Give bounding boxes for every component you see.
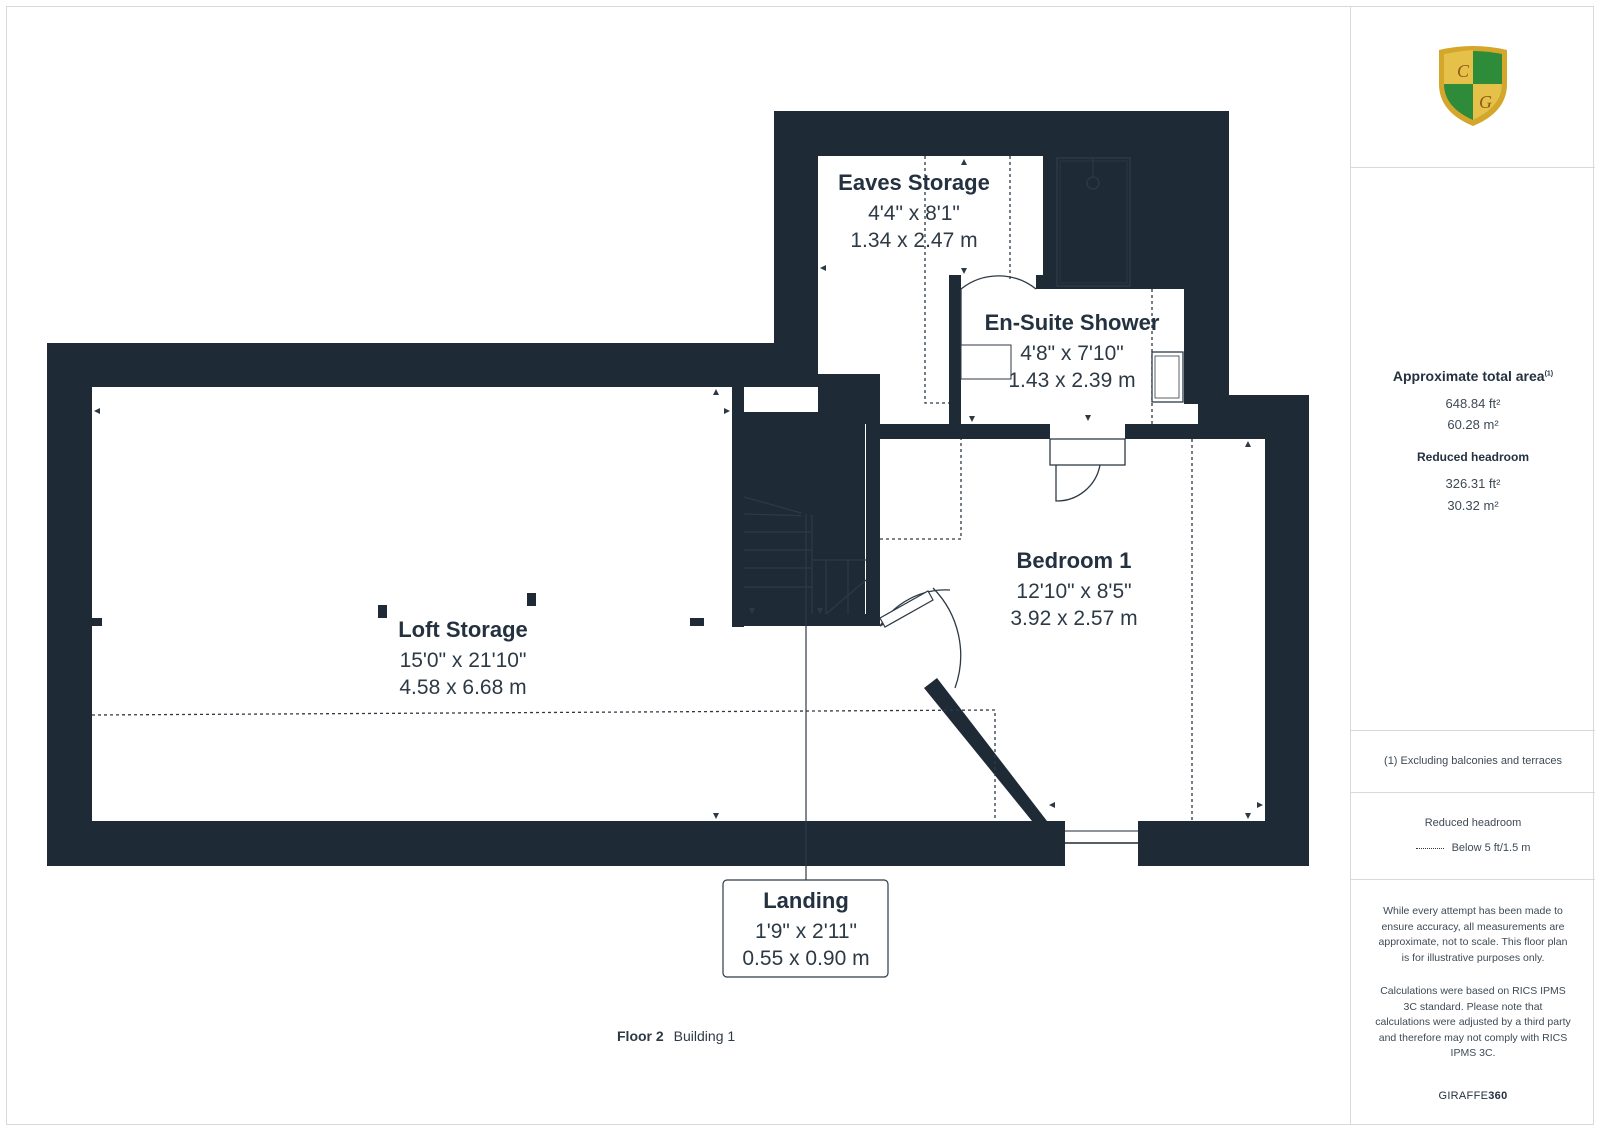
building-name: Building 1 xyxy=(673,1028,736,1044)
page-frame xyxy=(6,6,1594,1125)
bedroom-imperial: 12'10" x 8'5" xyxy=(1016,580,1131,603)
loft-storage-label: Loft Storage 15'0" x 21'10" 4.58 x 6.68 … xyxy=(398,617,528,699)
dotted-line-swatch xyxy=(1415,847,1444,849)
disclaimer-section: While every attempt has been made to ens… xyxy=(1351,880,1595,1125)
brand-logo: GIRAFFE360 xyxy=(1438,1090,1508,1102)
ensuite-top-wall xyxy=(1036,275,1050,289)
eaves-metric: 1.34 x 2.47 m xyxy=(850,229,977,252)
bedroom-ensuite-door xyxy=(1049,438,1126,466)
stair-wall-left xyxy=(732,387,744,627)
landing-door-leaf xyxy=(879,590,934,628)
area-m: 60.28 m² xyxy=(1447,417,1499,432)
area-footnote-mark: (1) xyxy=(1544,370,1554,378)
reduced-ft: 326.31 ft² xyxy=(1445,476,1501,491)
ensuite-imperial: 4'8" x 7'10" xyxy=(1020,342,1124,365)
reduced-headroom-title: Reduced headroom xyxy=(1416,450,1530,464)
bedroom-metric: 3.92 x 2.57 m xyxy=(1010,607,1137,630)
footnote-section: (1) Excluding balconies and terraces xyxy=(1351,731,1595,793)
shower-surround xyxy=(1043,156,1053,286)
stair-wall-right xyxy=(866,412,880,622)
staircase xyxy=(743,496,867,615)
ensuite-left-wall xyxy=(949,275,961,425)
eaves-storage-label: Eaves Storage 4'4" x 8'1" 1.34 x 2.47 m xyxy=(838,170,990,252)
eaves-imperial: 4'4" x 8'1" xyxy=(868,202,960,225)
bedroom-door-swing xyxy=(1055,464,1101,502)
ensuite-door-swing xyxy=(960,275,1037,345)
legend-item: Below 5 ft/1.5 m xyxy=(1451,842,1531,854)
bedroom-label: Bedroom 1 12'10" x 8'5" 3.92 x 2.57 m xyxy=(1010,548,1137,630)
area-ft: 648.84 ft² xyxy=(1445,396,1501,411)
shield-logo-icon: C G xyxy=(1439,46,1507,126)
logo-section: C G xyxy=(1351,6,1595,168)
landing-imperial: 1'9" x 2'11" xyxy=(755,920,857,943)
floor-number: Floor 2 xyxy=(617,1028,664,1044)
loft-metric: 4.58 x 6.68 m xyxy=(399,676,526,699)
landing-callout-box xyxy=(722,879,889,978)
loft-imperial: 15'0" x 21'10" xyxy=(400,649,527,672)
ensuite-metric: 1.43 x 2.39 m xyxy=(1008,369,1135,392)
dimension-ticks xyxy=(94,159,1263,819)
angled-wall xyxy=(924,678,1047,821)
post-1 xyxy=(378,605,387,618)
bedroom-name: Bedroom 1 xyxy=(1017,548,1132,573)
post-4 xyxy=(690,618,704,626)
area-section: Approximate total area(1) 648.84 ft² 60.… xyxy=(1351,168,1595,731)
logo-letter-g: G xyxy=(1479,92,1492,112)
eaves-name: Eaves Storage xyxy=(838,170,990,195)
legend-row: Below 5 ft/1.5 m xyxy=(1351,842,1595,854)
ensuite-label: En-Suite Shower 4'8" x 7'10" 1.43 x 2.39… xyxy=(985,310,1160,392)
sink xyxy=(1151,351,1184,403)
sink-basin xyxy=(1154,355,1180,399)
loft-name: Loft Storage xyxy=(398,617,528,642)
legend-section: Reduced headroom Below 5 ft/1.5 m xyxy=(1351,793,1595,880)
floor-label: Floor 2 Building 1 xyxy=(617,1028,735,1044)
area-title: Approximate total area(1) xyxy=(1392,368,1554,384)
post-3 xyxy=(92,618,102,626)
landing-name: Landing xyxy=(763,888,849,913)
legend-title: Reduced headroom xyxy=(1424,817,1522,829)
interior-floor xyxy=(92,156,1265,866)
ensuite-name: En-Suite Shower xyxy=(985,310,1160,335)
reduced-m: 30.32 m² xyxy=(1447,498,1499,513)
ensuite-bottom-wall xyxy=(880,424,1050,439)
ensuite-door-frame xyxy=(960,344,1012,380)
ensuite-bottom-wall-right xyxy=(1125,424,1198,439)
post-2 xyxy=(527,593,536,606)
sidebar: C G Approximate total area(1) 648.84 ft²… xyxy=(1350,6,1595,1125)
landing-metric: 0.55 x 0.90 m xyxy=(742,947,869,970)
disclaimer-accuracy: While every attempt has been made to ens… xyxy=(1378,905,1568,964)
footnote-text: (1) Excluding balconies and terraces xyxy=(1384,755,1562,767)
disclaimer-rics: Calculations were based on RICS IPMS 3C … xyxy=(1375,985,1571,1059)
floor-plan: Eaves Storage 4'4" x 8'1" 1.34 x 2.47 m … xyxy=(47,111,1309,978)
logo-letter-c: C xyxy=(1457,61,1470,81)
